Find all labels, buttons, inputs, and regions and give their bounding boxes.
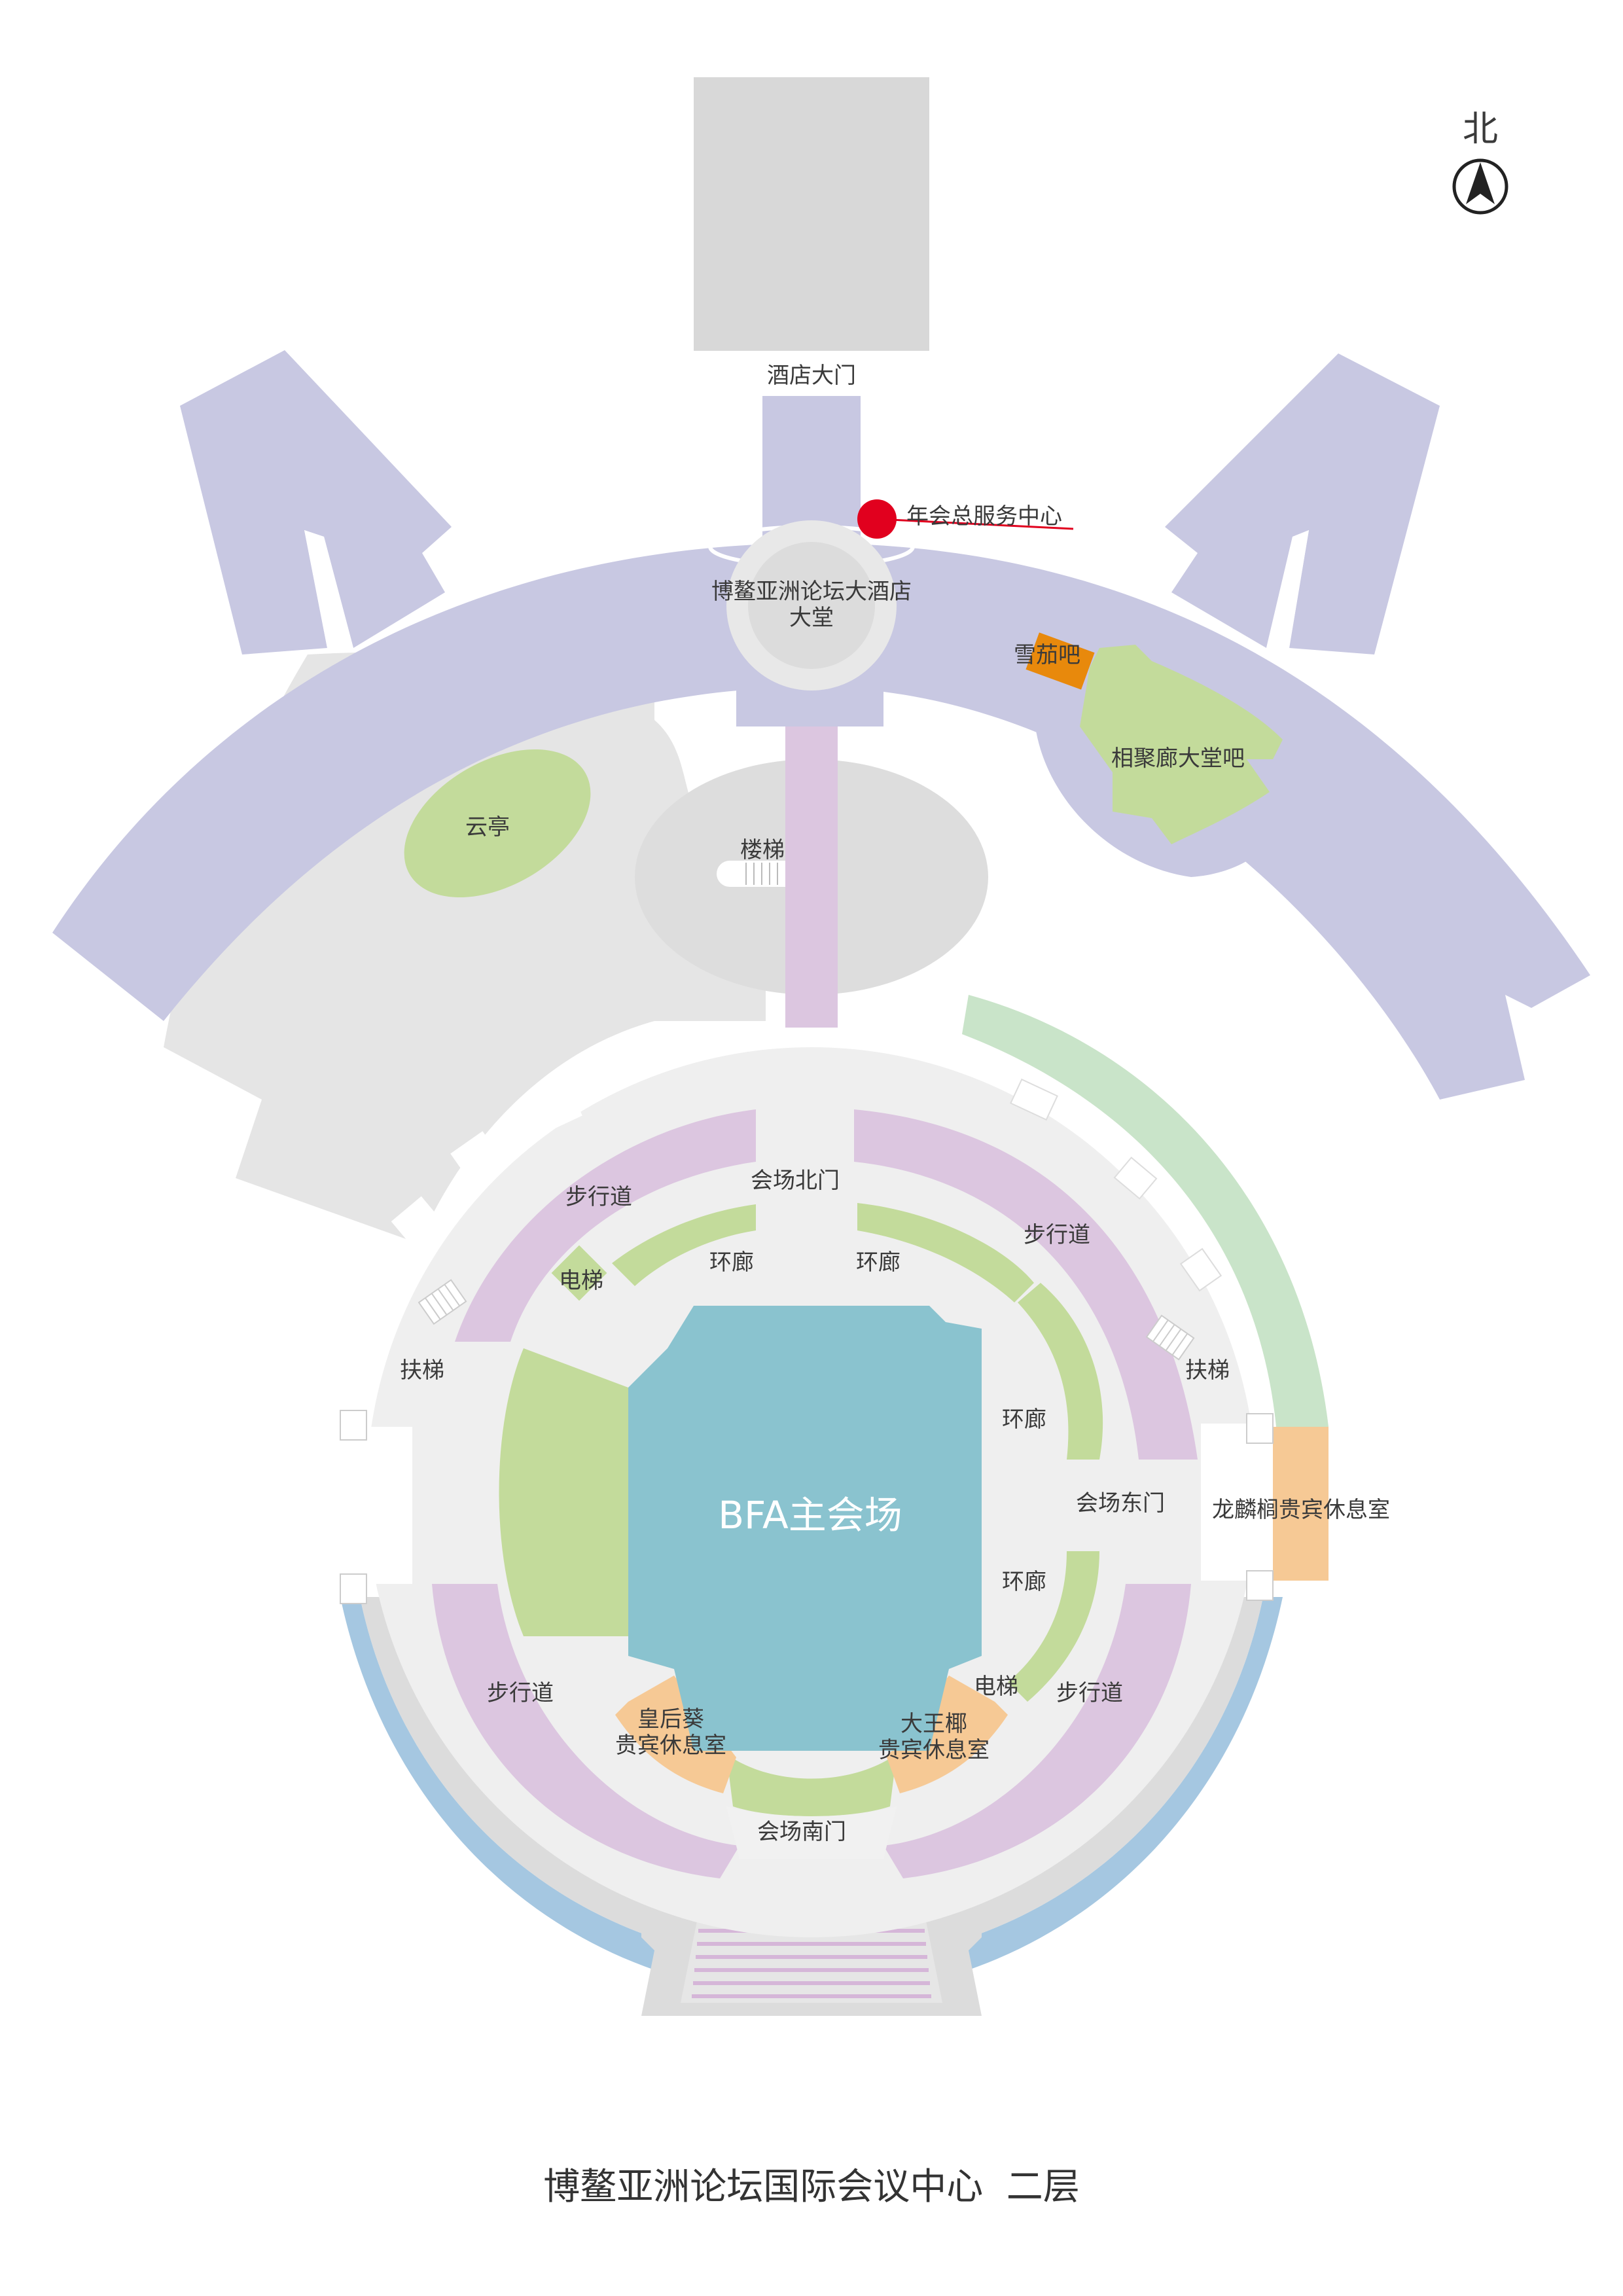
king-palm-label-2: 贵宾休息室 bbox=[878, 1737, 990, 1763]
east-gate-label: 会场东门 bbox=[1076, 1490, 1165, 1516]
west-white-box bbox=[340, 1427, 412, 1584]
map-title: 博鳌亚洲论坛国际会议中心 二层 bbox=[543, 2166, 1080, 2208]
cigar-bar-label: 雪茄吧 bbox=[1014, 642, 1080, 668]
service-center-label[interactable]: 年会总服务中心 bbox=[906, 503, 1062, 529]
escalator-w-label: 扶梯 bbox=[400, 1357, 444, 1384]
escalator-e-label: 扶梯 bbox=[1185, 1357, 1230, 1384]
walkway-se-label: 步行道 bbox=[1056, 1680, 1123, 1706]
elevator-nw-label: 电梯 bbox=[559, 1268, 603, 1294]
west-wing-hole bbox=[304, 530, 353, 648]
central-walkway bbox=[785, 726, 838, 1028]
stairs-treads bbox=[745, 863, 778, 885]
east-door-bottom bbox=[1246, 1570, 1274, 1601]
south-gate-pad bbox=[726, 1806, 897, 1859]
corridor-ne-label: 环廊 bbox=[856, 1249, 901, 1276]
cloud-pavilion-area bbox=[404, 749, 591, 898]
corridor-nw bbox=[612, 1204, 756, 1286]
corridor-southeast bbox=[1008, 1551, 1099, 1702]
south-green-band bbox=[726, 1754, 897, 1816]
north-arrow-icon bbox=[1452, 158, 1508, 215]
north-gate-label: 会场北门 bbox=[751, 1168, 840, 1194]
hotel-lobby-label-2: 大堂 bbox=[789, 605, 834, 631]
stairs-label: 楼梯 bbox=[740, 837, 785, 863]
rotunda-notches bbox=[391, 1078, 1222, 1292]
east-green-corridor bbox=[962, 995, 1329, 1427]
east-wing-hole bbox=[1266, 530, 1309, 648]
escalator-icon bbox=[418, 1279, 467, 1325]
corridor-e2-label: 环廊 bbox=[1002, 1569, 1046, 1595]
corridor-e1-label: 环廊 bbox=[1002, 1407, 1046, 1433]
elevator-se-label: 电梯 bbox=[974, 1674, 1018, 1700]
east-wing bbox=[1165, 353, 1440, 655]
west-door-bottom bbox=[340, 1573, 367, 1604]
walkway-ne-label: 步行道 bbox=[1024, 1222, 1090, 1248]
hotel-gate-building bbox=[694, 77, 929, 351]
lobby-bar-area bbox=[1080, 645, 1283, 844]
cloud-pavilion-label: 云亭 bbox=[465, 814, 510, 840]
service-center-leader bbox=[876, 518, 1074, 530]
walkway-nw bbox=[455, 1109, 756, 1342]
walkway-se bbox=[883, 1584, 1191, 1878]
main-hall bbox=[628, 1306, 982, 1751]
longlin-vip-lounge bbox=[1273, 1427, 1329, 1581]
west-door-top bbox=[340, 1410, 367, 1441]
walkway-nw-label: 步行道 bbox=[565, 1184, 632, 1210]
queen-palm-label-2: 贵宾休息室 bbox=[615, 1732, 726, 1759]
corridor-ne bbox=[857, 1203, 1034, 1302]
hotel-gate-label: 酒店大门 bbox=[767, 363, 856, 389]
queen-palm-lounge bbox=[615, 1676, 736, 1793]
hotel-lobby-label-1: 博鳌亚洲论坛大酒店 bbox=[711, 579, 912, 605]
longlin-vip-label: 龙麟榈贵宾休息室 bbox=[1212, 1497, 1390, 1523]
cigar-bar-area bbox=[1026, 632, 1095, 690]
south-gate-label: 会场南门 bbox=[757, 1819, 846, 1845]
stairs-icon bbox=[717, 861, 785, 887]
walkway-sw-label: 步行道 bbox=[487, 1680, 554, 1706]
west-green-block bbox=[499, 1348, 628, 1636]
hotel-lobby-inner bbox=[748, 542, 875, 669]
king-palm-lounge bbox=[887, 1676, 1008, 1793]
east-door-top bbox=[1246, 1413, 1274, 1444]
king-palm-label-1: 大王椰 bbox=[901, 1711, 967, 1737]
walkway-ne bbox=[854, 1109, 1198, 1460]
escalator-icon bbox=[1145, 1314, 1195, 1361]
queen-palm-label-1: 皇后葵 bbox=[637, 1706, 704, 1732]
lobby-bar-label: 相聚廊大堂吧 bbox=[1111, 745, 1245, 772]
north-label: 北 bbox=[1463, 108, 1498, 149]
walkway-sw bbox=[432, 1584, 740, 1878]
main-hall-label: BFA主会场 bbox=[718, 1493, 902, 1537]
corridor-nw-label: 环廊 bbox=[709, 1249, 754, 1276]
east-white-box bbox=[1201, 1424, 1273, 1581]
west-wing bbox=[180, 350, 452, 655]
corridor-east bbox=[1018, 1283, 1103, 1460]
